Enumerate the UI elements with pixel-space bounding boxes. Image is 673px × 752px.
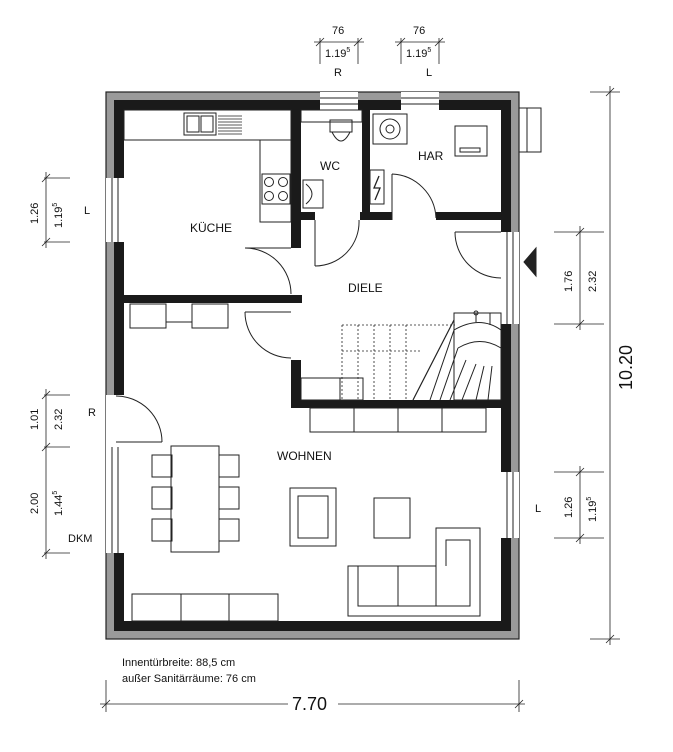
door-swings xyxy=(115,173,502,443)
kitchen-fixtures xyxy=(123,109,292,223)
left-living-window-height: 1.445 xyxy=(52,491,65,516)
left-kitchen-window-height-main: 1.19 xyxy=(53,207,65,228)
right-living-window-height-sup: 5 xyxy=(586,497,593,501)
room-label-wc: WC xyxy=(320,159,340,173)
left-entry-door-width: 1.01 xyxy=(29,409,41,430)
top-window-2-height-main: 1.19 xyxy=(406,48,427,60)
room-label-har: HAR xyxy=(418,149,444,163)
top-window-1-side: R xyxy=(334,67,342,79)
left-kitchen-window-width: 1.26 xyxy=(29,203,41,224)
right-living-window-height-main: 1.19 xyxy=(587,501,599,522)
left-kitchen-window-height: 1.195 xyxy=(52,203,65,228)
left-living-window-width: 2.00 xyxy=(29,493,41,514)
top-window-2-side: L xyxy=(426,67,432,79)
left-entry-door-height: 2.32 xyxy=(53,409,65,430)
door-width-note-2: außer Sanitärräume: 76 cm xyxy=(122,673,256,685)
left-living-window-height-sup: 5 xyxy=(52,491,59,495)
door-width-note-1: Innentürbreite: 88,5 cm xyxy=(122,657,235,669)
living-furniture xyxy=(131,407,487,622)
right-living-window-width: 1.26 xyxy=(563,497,575,518)
top-window-1-width: 76 xyxy=(332,25,344,37)
top-window-1-height: 1.195 xyxy=(325,47,350,60)
right-dimension-lines xyxy=(554,86,620,645)
right-living-window-height: 1.195 xyxy=(586,497,599,522)
top-window-2-height: 1.195 xyxy=(406,47,431,60)
overall-depth: 10.20 xyxy=(616,345,636,390)
left-dimension-lines xyxy=(41,172,70,559)
drainboard xyxy=(218,115,242,135)
room-label-diele: DIELE xyxy=(348,281,383,295)
room-labels: KÜCHE WC HAR DIELE WOHNEN xyxy=(190,149,444,463)
top-window-2-width: 76 xyxy=(413,25,425,37)
har-fixtures xyxy=(369,113,488,205)
left-living-window-label: DKM xyxy=(68,533,92,545)
left-kitchen-window-side: L xyxy=(84,205,90,217)
right-terrace-door-height: 2.32 xyxy=(587,271,599,292)
stair xyxy=(300,310,502,401)
right-terrace-door-width: 1.76 xyxy=(563,271,575,292)
top-window-1-height-main: 1.19 xyxy=(325,48,346,60)
left-living-window-height-main: 1.44 xyxy=(53,495,65,516)
room-label-kueche: KÜCHE xyxy=(190,221,232,235)
interior-walls xyxy=(124,110,511,408)
top-window-2-height-sup: 5 xyxy=(427,47,431,54)
top-window-dimensions xyxy=(314,37,445,64)
room-label-wohnen: WOHNEN xyxy=(277,449,332,463)
left-kitchen-window-height-sup: 5 xyxy=(52,203,59,207)
wc-fixtures xyxy=(300,109,363,209)
top-window-1-height-sup: 5 xyxy=(346,47,350,54)
kitchen-seating xyxy=(129,303,229,329)
right-living-window-side: L xyxy=(535,503,541,515)
overall-width: 7.70 xyxy=(292,694,327,714)
exterior-walls xyxy=(105,91,520,640)
exterior-features xyxy=(518,107,542,278)
left-entry-door-side: R xyxy=(88,407,96,419)
wall-openings xyxy=(106,92,519,553)
